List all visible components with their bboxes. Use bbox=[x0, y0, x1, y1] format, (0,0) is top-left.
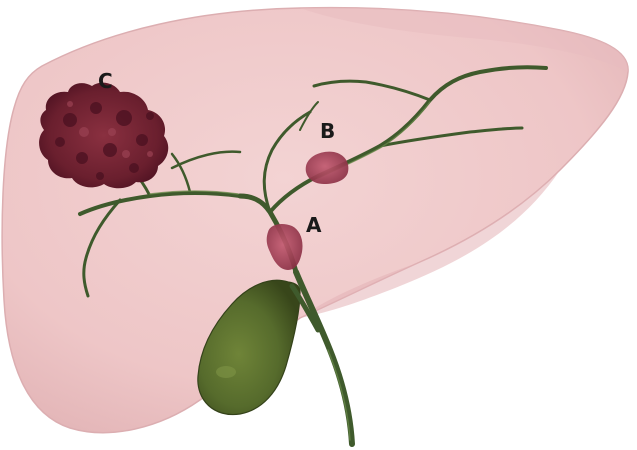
label-a: A bbox=[306, 213, 322, 237]
label-c: C bbox=[98, 69, 113, 93]
label-b: B bbox=[320, 119, 335, 143]
gallbladder-highlight bbox=[216, 366, 236, 378]
